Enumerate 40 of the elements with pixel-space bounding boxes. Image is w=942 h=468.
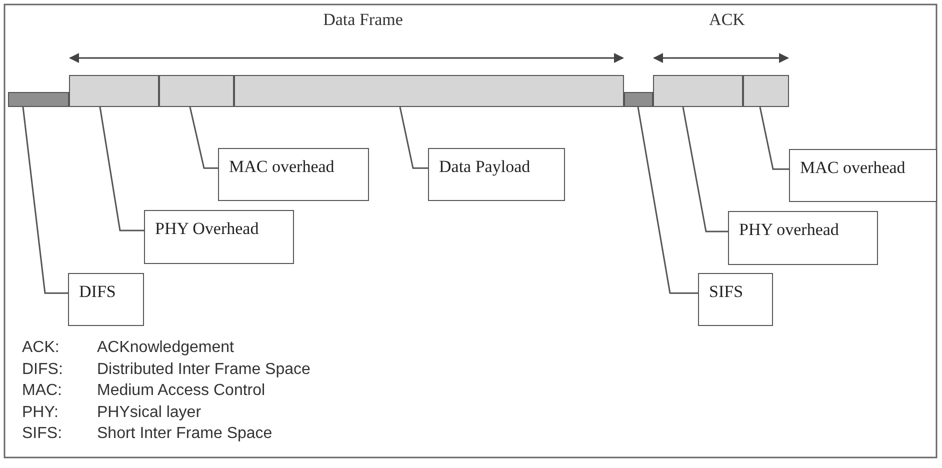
- abbreviation-term: DIFS:: [22, 360, 63, 378]
- abbreviation-definition: ACKnowledgement: [97, 339, 234, 357]
- timeline-segment: [234, 75, 624, 107]
- callout-box: [698, 273, 773, 326]
- leader-line: [759, 106, 789, 170]
- leader-line: [682, 106, 728, 232]
- timeline-segment: [8, 92, 69, 107]
- callout-text: Data Payload: [439, 157, 530, 176]
- callout-box: [218, 148, 369, 201]
- timeline-segment: [69, 75, 159, 107]
- timeline-segment: [743, 75, 789, 107]
- callout-box: [428, 148, 565, 201]
- dimension-label: Data Frame: [323, 10, 403, 30]
- callout-box: [68, 273, 144, 326]
- abbreviation-definition: PHYsical layer: [97, 404, 202, 422]
- leader-line: [399, 106, 428, 169]
- leader-line: [99, 106, 144, 232]
- timeline-segment: [624, 92, 653, 107]
- callout-text: MAC overhead: [800, 158, 906, 177]
- callout-text: MAC overhead: [229, 157, 334, 176]
- abbreviation-term: PHY:: [22, 404, 58, 422]
- abbreviation-term: ACK:: [22, 339, 60, 357]
- timeline-segment: [159, 75, 234, 107]
- callout-box: [728, 211, 878, 265]
- abbreviation-definition: Medium Access Control: [97, 382, 266, 400]
- leader-line: [22, 106, 68, 294]
- dimension-label: ACK: [709, 10, 745, 30]
- leader-line: [189, 106, 218, 169]
- callout-box: [789, 149, 937, 202]
- callout-text: SIFS: [709, 282, 744, 301]
- abbreviation-term: MAC:: [22, 382, 62, 400]
- callout-text: PHY overhead: [739, 220, 839, 239]
- abbreviation-term: SIFS:: [22, 425, 62, 443]
- abbreviation-definition: Short Inter Frame Space: [97, 425, 272, 443]
- callout-box: [144, 210, 294, 264]
- callout-text: DIFS: [79, 282, 116, 301]
- abbreviation-definition: Distributed Inter Frame Space: [97, 360, 310, 378]
- leader-line: [637, 106, 698, 294]
- callout-text: PHY Overhead: [155, 219, 259, 238]
- timeline-segment: [653, 75, 743, 107]
